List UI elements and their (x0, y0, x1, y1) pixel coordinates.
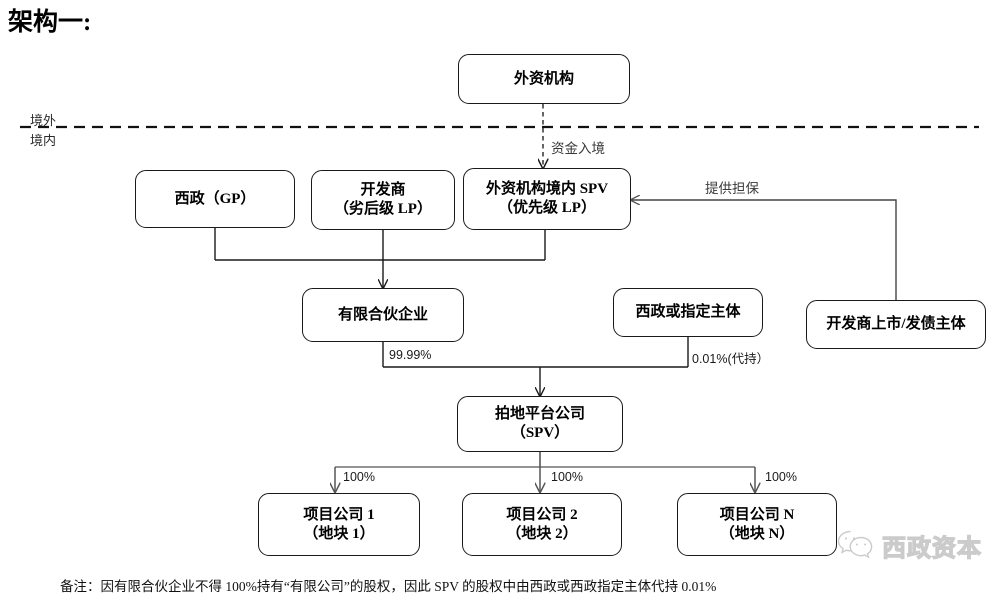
node-foreign-spv-line2: （优先级 LP） (498, 200, 596, 216)
node-project-company-2-line1: 项目公司 2 (506, 506, 578, 523)
node-xizheng-designated-line1: 西政或指定主体 (635, 304, 741, 321)
node-limited-partnership[interactable]: 有限合伙企业 (302, 288, 464, 342)
node-foreign-institution[interactable]: 外资机构 (458, 54, 630, 104)
onshore-label: 境内 (30, 133, 57, 148)
watermark-text: 西政资本 (881, 534, 982, 562)
watermark: 西政资本 (836, 527, 982, 564)
wire-provide-guarantee (631, 200, 897, 300)
node-project-company-1-line1: 项目公司 1 (303, 506, 375, 523)
node-developer-lp[interactable]: 开发商 （劣后级 LP） (311, 170, 455, 230)
node-project-company-n-line2: （地块 N） (719, 525, 795, 542)
edge-label-provide-guarantee: 提供担保 (705, 181, 759, 196)
node-foreign-institution-line1: 外资机构 (513, 70, 574, 87)
footnote: 备注：因有限合伙企业不得 100%持有“有限公司”的股权，因此 SPV 的股权中… (60, 579, 717, 594)
node-project-company-1[interactable]: 项目公司 1 （地块 1） (258, 493, 420, 556)
node-developer-lp-line1: 开发商 (360, 182, 406, 199)
node-developer-listco[interactable]: 开发商上市/发债主体 (806, 300, 986, 349)
offshore-label: 境外 (30, 113, 57, 128)
edge-label-stake-100-b: 100% (551, 470, 583, 484)
edge-label-stake-100-a: 100% (343, 470, 375, 484)
node-land-platform-line1: 拍地平台公司 (494, 406, 585, 423)
node-project-company-n[interactable]: 项目公司 N （地块 N） (677, 493, 837, 556)
node-xizheng-gp[interactable]: 西政（GP） (135, 170, 295, 228)
node-foreign-spv[interactable]: 外资机构境内 SPV （优先级 LP） (463, 168, 631, 230)
page-title: 架构一: (8, 9, 92, 36)
node-project-company-2-line2: （地块 2） (506, 525, 578, 542)
node-project-company-1-line2: （地块 1） (303, 525, 375, 542)
node-xizheng-gp-line1: 西政（GP） (174, 190, 256, 207)
edge-label-capital-inflow: 资金入境 (551, 141, 605, 156)
wechat-icon (836, 527, 876, 564)
node-developer-lp-line2: （劣后级 LP） (334, 201, 432, 217)
edge-label-stake-100-c: 100% (765, 470, 797, 484)
node-xizheng-designated[interactable]: 西政或指定主体 (613, 288, 763, 337)
node-limited-partnership-line1: 有限合伙企业 (337, 306, 428, 323)
node-land-platform[interactable]: 拍地平台公司 （SPV） (457, 396, 623, 452)
node-project-company-n-line1: 项目公司 N (719, 506, 795, 523)
node-land-platform-line2: （SPV） (510, 425, 570, 441)
node-foreign-spv-line1: 外资机构境内 SPV (485, 181, 609, 198)
edge-label-stake-0-01: 0.01%(代持） (692, 352, 770, 366)
edge-label-stake-99-99: 99.99% (389, 348, 432, 362)
node-developer-listco-line1: 开发商上市/发债主体 (826, 316, 966, 333)
node-project-company-2[interactable]: 项目公司 2 （地块 2） (462, 493, 622, 556)
